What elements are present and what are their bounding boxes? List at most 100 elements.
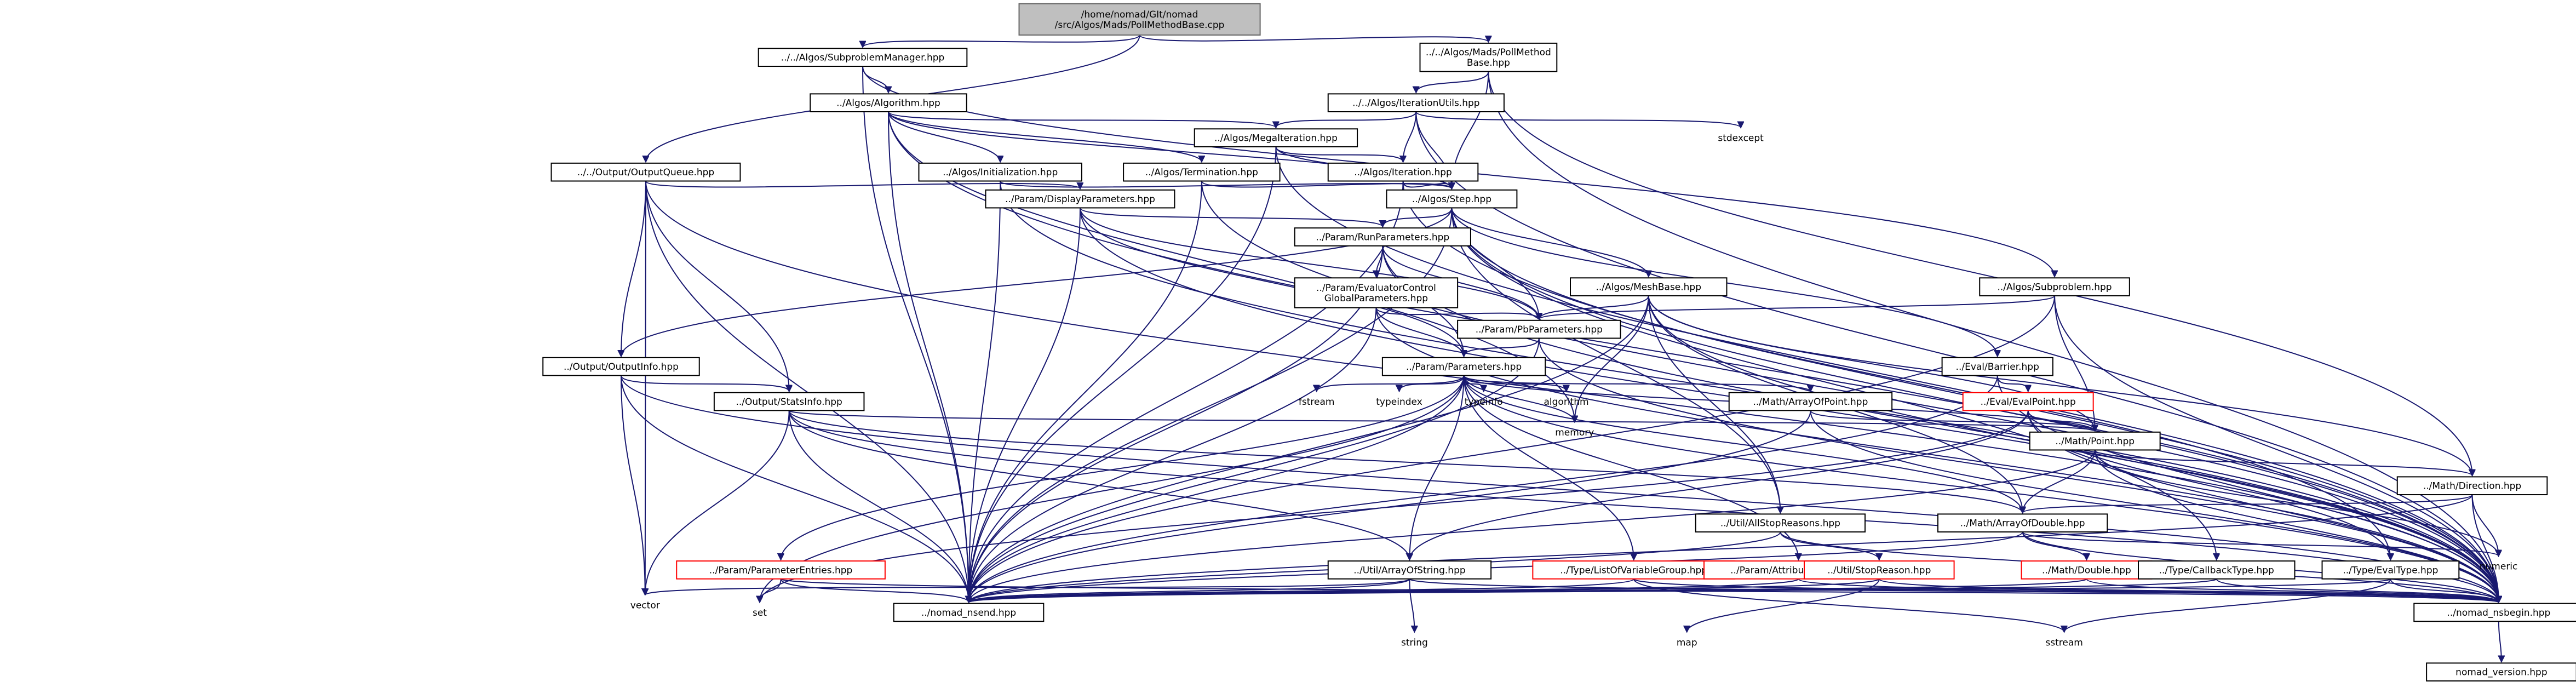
graph-node-arrayofdouble[interactable]: ../Math/ArrayOfDouble.hpp [1937, 513, 2108, 533]
edge-arrayofdouble-to-numeric [2022, 531, 2499, 556]
edge-evalpoint-to-point [2027, 410, 2095, 431]
graph-node-allstopreasons[interactable]: ../Util/AllStopReasons.hpp [1695, 513, 1866, 533]
graph-node-arrayofstring[interactable]: ../Util/ArrayOfString.hpp [1327, 560, 1492, 580]
edge-runparameters-to-nomad_nsend [969, 245, 1384, 603]
graph-node-algorithm-std[interactable]: algorithm [1537, 393, 1596, 411]
graph-node-initialization[interactable]: ../Algos/Initialization.hpp [918, 162, 1082, 182]
node-label: ../Math/Double.hpp [2042, 565, 2131, 576]
node-label: ../../Output/OutputQueue.hpp [577, 167, 715, 178]
graph-node-statsinfo[interactable]: ../Output/StatsInfo.hpp [713, 392, 865, 411]
edge-point-to-nomad_nsbegin [2094, 450, 2499, 602]
edge-termination-to-nomad_nsend [969, 181, 1202, 602]
graph-node-evaltype[interactable]: ../Type/EvalType.hpp [2321, 560, 2460, 580]
node-label: /home/nomad/GIt/nomad [1081, 9, 1198, 20]
graph-node-typeinfo[interactable]: typeinfo [1458, 393, 1510, 411]
edge-root-to-subproblemmanager [863, 35, 1140, 47]
graph-node-nomad-version[interactable]: nomad_version.hpp [2426, 662, 2576, 682]
graph-node-iteration[interactable]: ../Algos/Iteration.hpp [1327, 162, 1479, 182]
graph-node-iterationutils[interactable]: ../../Algos/IterationUtils.hpp [1327, 93, 1505, 112]
node-label: ../../Algos/SubproblemManager.hpp [781, 53, 945, 64]
graph-node-set[interactable]: set [743, 604, 776, 622]
graph-node-memory[interactable]: memory [1545, 423, 1604, 441]
node-box [2413, 603, 2576, 622]
graph-node-subproblem[interactable]: ../Algos/Subproblem.hpp [1979, 277, 2130, 296]
node-label: nomad_version.hpp [2455, 667, 2547, 678]
edge-outputqueue-to-nomad_nsend [645, 181, 969, 602]
node-label: ../Algos/MegaIteration.hpp [1214, 133, 1338, 144]
edge-displayparameters-to-nomad_nsend [969, 208, 1081, 602]
graph-node-termination[interactable]: ../Algos/Termination.hpp [1123, 162, 1281, 182]
graph-node-runparameters[interactable]: ../Param/RunParameters.hpp [1294, 227, 1471, 247]
edge-statsinfo-to-point [788, 410, 2095, 431]
node-box [2029, 431, 2161, 451]
graph-node-pbparameters[interactable]: ../Param/PbParameters.hpp [1457, 319, 1621, 339]
node-label: ../Algos/Initialization.hpp [943, 167, 1058, 178]
edge-parameterentries-to-set [760, 578, 782, 603]
node-label: ../Type/ListOfVariableGroup.hpp [1560, 565, 1707, 576]
edge-outputqueue-to-displayparameters [645, 180, 1080, 188]
graph-node-numeric[interactable]: numeric [2472, 557, 2525, 575]
graph-node-vector[interactable]: vector [622, 596, 668, 614]
edge-initialization-to-step [1000, 180, 1451, 188]
graph-node-fstream[interactable]: fstream [1290, 393, 1342, 411]
edge-algorithm_hpp-to-termination [887, 111, 1202, 162]
node-label: ../Param/ParameterEntries.hpp [709, 565, 853, 576]
graph-node-subproblemmanager[interactable]: ../../Algos/SubproblemManager.hpp [758, 48, 968, 67]
edge-barrier-to-nomad_nsbegin [1996, 375, 2499, 602]
edge-pollmethodbase-to-direction [1488, 71, 2472, 476]
node-label: ../nomad_nsend.hpp [921, 608, 1016, 618]
node-label: ../Algos/Iteration.hpp [1354, 167, 1452, 178]
node-label: ../Param/PbParameters.hpp [1476, 324, 1603, 335]
graph-node-parameterentries[interactable]: ../Param/ParameterEntries.hpp [676, 560, 886, 580]
node-box [1532, 560, 1736, 580]
node-label: ../Math/ArrayOfPoint.hpp [1753, 397, 1868, 408]
graph-node-step[interactable]: ../Algos/Step.hpp [1386, 189, 1518, 209]
node-box [1386, 189, 1518, 209]
graph-node-algorithm-hpp[interactable]: ../Algos/Algorithm.hpp [810, 93, 967, 112]
graph-node-sstream[interactable]: sstream [2038, 633, 2090, 651]
edge-evaluatorcontrol-to-pbparameters [1375, 307, 1539, 319]
edge-subproblem-to-nomad_nsbegin [2054, 295, 2499, 603]
graph-node-callbacktype[interactable]: ../Type/CallbackType.hpp [2138, 560, 2296, 580]
graph-node-pollmethodbase[interactable]: ../../Algos/Mads/PollMethodBase.hpp [1419, 42, 1558, 72]
graph-node-displayparameters[interactable]: ../Param/DisplayParameters.hpp [985, 189, 1175, 209]
graph-node-listofvariablegroup[interactable]: ../Type/ListOfVariableGroup.hpp [1532, 560, 1736, 580]
node-box [985, 189, 1175, 209]
graph-node-nomad-nsbegin[interactable]: ../nomad_nsbegin.hpp [2413, 603, 2576, 622]
edge-step-to-callbacktype [1451, 208, 2216, 560]
graph-node-nomad-nsend[interactable]: ../nomad_nsend.hpp [893, 603, 1045, 622]
graph-node-direction[interactable]: ../Math/Direction.hpp [2396, 476, 2548, 496]
edge-meshbase-to-nomad_nsend [969, 295, 1649, 603]
graph-node-barrier[interactable]: ../Eval/Barrier.hpp [1941, 357, 2053, 376]
graph-node-double[interactable]: ../Math/Double.hpp [2021, 560, 2153, 580]
edge-arrayofstring-to-nomad_nsbegin [1409, 578, 2498, 603]
graph-node-point[interactable]: ../Math/Point.hpp [2029, 431, 2161, 451]
edge-nomad_nsbegin-to-nomad_version [2499, 621, 2502, 662]
graph-node-map[interactable]: map [1671, 633, 1703, 651]
graph-node-root[interactable]: /home/nomad/GIt/nomad/src/Algos/Mads/Pol… [1018, 3, 1261, 36]
graph-node-outputinfo[interactable]: ../Output/OutputInfo.hpp [542, 357, 700, 376]
edge-outputinfo-to-nomad_nsbegin [620, 375, 2499, 602]
graph-node-parameters[interactable]: ../Param/Parameters.hpp [1381, 357, 1546, 376]
edge-parameters-to-arrayofpoint [1463, 375, 1811, 391]
graph-node-evaluatorcontrol[interactable]: ../Param/EvaluatorControlGlobalParameter… [1294, 277, 1459, 308]
edge-arrayofstring-to-vector [645, 578, 1410, 595]
node-label: ../nomad_nsbegin.hpp [2447, 608, 2550, 618]
graph-node-stopreason[interactable]: ../Util/StopReason.hpp [1804, 560, 1955, 580]
graph-node-arrayofpoint[interactable]: ../Math/ArrayOfPoint.hpp [1728, 392, 1893, 411]
node-label: ../Util/AllStopReasons.hpp [1720, 518, 1840, 529]
node-box [713, 392, 865, 411]
edge-arrayofdouble-to-nomad_nsend [969, 531, 2023, 603]
graph-node-evalpoint[interactable]: ../Eval/EvalPoint.hpp [1962, 392, 2094, 411]
graph-node-outputqueue[interactable]: ../../Output/OutputQueue.hpp [550, 162, 741, 182]
graph-node-stdexcept[interactable]: stdexcept [1708, 129, 1774, 147]
node-box [2426, 662, 2576, 682]
graph-node-megaiteration[interactable]: ../Algos/MegaIteration.hpp [1194, 128, 1358, 147]
graph-node-meshbase[interactable]: ../Algos/MeshBase.hpp [1570, 277, 1728, 296]
edge-runparameters-to-pbparameters [1382, 245, 1539, 319]
edge-step-to-runparameters [1382, 208, 1453, 227]
graph-node-string[interactable]: string [1395, 633, 1434, 651]
node-label: ../Output/OutputInfo.hpp [564, 362, 679, 373]
graph-node-typeindex[interactable]: typeindex [1370, 393, 1428, 411]
edge-evaltype-to-nomad_nsend [969, 578, 2391, 603]
